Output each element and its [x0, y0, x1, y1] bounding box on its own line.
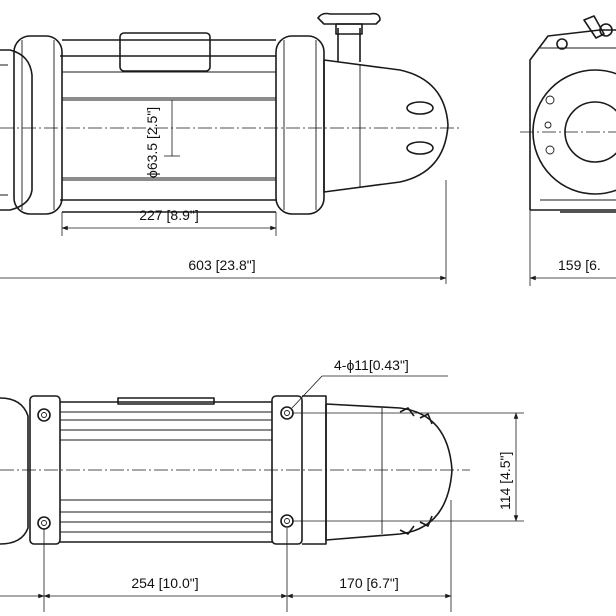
- bottom-view: 4-ϕ11[0.43"] 114 [4.5"] 254 [10.0"] 170 …: [0, 357, 524, 612]
- side-width-label: 159 [6.: [558, 257, 601, 273]
- mount-holes-label: 4-ϕ11[0.43"]: [334, 357, 409, 373]
- drum-diameter-label: ϕ63.5 [2.5"]: [144, 107, 160, 178]
- mount-spacing-label: 254 [10.0"]: [131, 575, 198, 591]
- mount-height-label: 114 [4.5"]: [497, 452, 513, 510]
- drum-length-label: 227 [8.9"]: [139, 207, 198, 223]
- front-view: ϕ63.5 [2.5"] 227 [8.9"] 603 [23.8"]: [0, 12, 460, 284]
- side-view: 159 [6.: [520, 15, 616, 286]
- overall-length-label: 603 [23.8"]: [188, 257, 255, 273]
- gearbox-length-label: 170 [6.7"]: [339, 575, 398, 591]
